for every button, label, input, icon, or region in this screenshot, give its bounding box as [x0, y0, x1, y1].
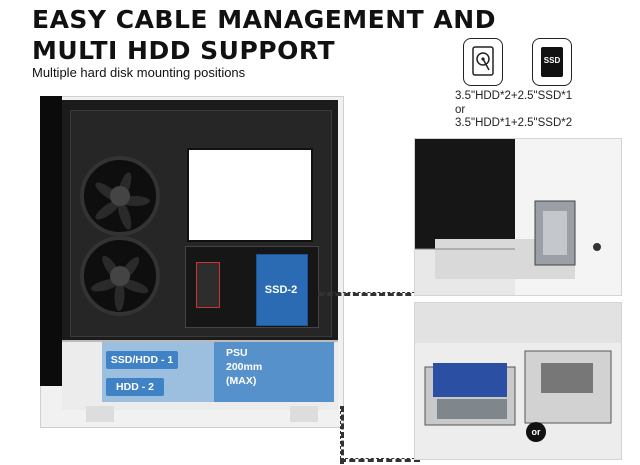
- psu-label-line-3: (MAX): [226, 375, 257, 387]
- fan-icon: [80, 236, 160, 316]
- psu-label-line-2: 200mm: [226, 361, 263, 373]
- ssd-icon-label: SSD: [543, 56, 561, 65]
- ssd-icon: SSD: [532, 38, 572, 86]
- headline: EASY CABLE MANAGEMENT AND MULTI HDD SUPP…: [32, 4, 496, 66]
- config-option-2: 3.5"HDD*1+2.5"SSD*2: [455, 117, 573, 129]
- psu-bay: [214, 342, 334, 402]
- ssd-2-bay: [256, 254, 308, 326]
- ssd-hdd-1-label: SSD/HDD - 1: [106, 351, 178, 369]
- dashed-connector: [340, 458, 420, 462]
- dashed-connector: [318, 292, 420, 296]
- headline-line-2: MULTI HDD SUPPORT: [32, 36, 336, 65]
- hdd-bay-photo: [414, 302, 622, 460]
- case-foot: [86, 406, 114, 422]
- case-opening: [187, 148, 313, 242]
- headline-line-1: EASY CABLE MANAGEMENT AND: [32, 5, 496, 34]
- or-badge: or: [526, 422, 546, 442]
- cable-connector: [196, 262, 220, 308]
- case-front-panel: [40, 96, 62, 386]
- fan-icon: [80, 156, 160, 236]
- hdd-2-label: HDD - 2: [106, 378, 164, 396]
- hdd-icon: [463, 38, 503, 86]
- psu-label-line-1: PSU: [226, 347, 248, 359]
- config-separator: or: [455, 104, 466, 116]
- config-option-1: 3.5"HDD*2+2.5"SSD*1: [455, 90, 573, 102]
- dashed-connector: [340, 406, 344, 464]
- case-foot: [290, 406, 318, 422]
- subtitle: Multiple hard disk mounting positions: [32, 65, 246, 80]
- psu-label: PSU 200mm (MAX): [226, 346, 314, 388]
- ssd-2-label: SSD-2: [264, 284, 298, 296]
- ssd-mount-photo: [414, 138, 622, 296]
